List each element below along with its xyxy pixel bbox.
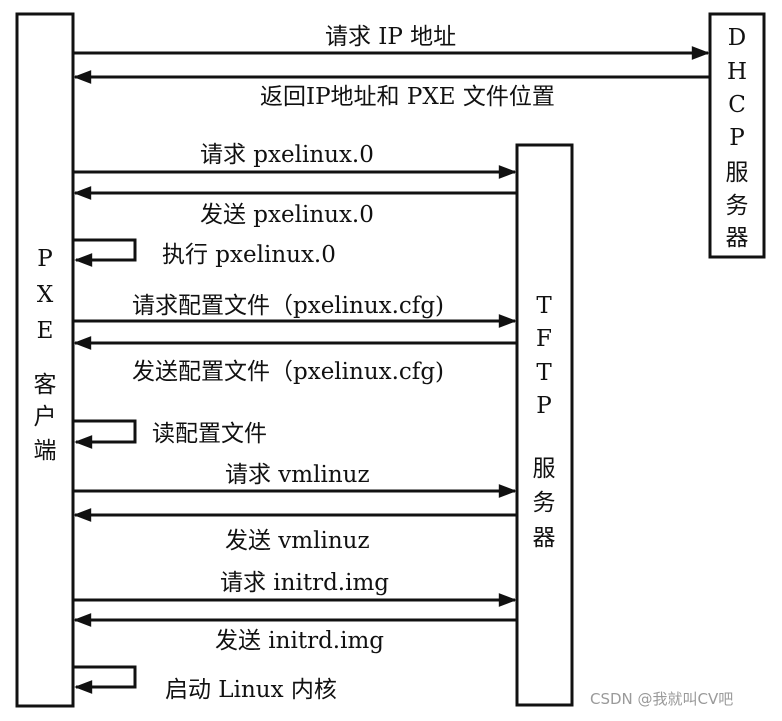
message-5: 执行 pxelinux.0 [73, 238, 336, 268]
message-label: 启动 Linux 内核 [165, 677, 337, 703]
message-label: 发送配置文件（pxelinux.cfg) [132, 359, 444, 385]
message-label: 发送 initrd.img [215, 628, 384, 654]
message-12: 发送 initrd.img [73, 613, 517, 654]
message-2: 返回IP地址和 PXE 文件位置 [73, 70, 710, 110]
tftp-label-char: F [536, 326, 552, 352]
tftp-label-char: 器 [533, 525, 556, 551]
message-label: 请求 initrd.img [220, 570, 389, 596]
dhcp-label-char: P [729, 125, 744, 151]
client-label-char: X [37, 282, 54, 308]
message-label: 发送 pxelinux.0 [200, 202, 374, 228]
client-label-char: 户 [34, 404, 57, 430]
message-4: 发送 pxelinux.0 [73, 186, 517, 228]
message-label: 请求 vmlinuz [225, 462, 370, 488]
message-6: 请求配置文件（pxelinux.cfg) [73, 293, 517, 328]
message-7: 发送配置文件（pxelinux.cfg) [73, 336, 517, 385]
dhcp-label-char: C [728, 92, 746, 118]
message-label: 执行 pxelinux.0 [162, 242, 336, 268]
message-label: 请求 IP 地址 [325, 24, 456, 50]
message-3: 请求 pxelinux.0 [73, 142, 517, 179]
message-label: 发送 vmlinuz [225, 528, 370, 554]
dhcp-label-char: 器 [726, 225, 749, 251]
pxe-client-label: PXE 客户端 [34, 246, 57, 464]
tftp-label-char: T [536, 360, 552, 386]
message-label: 请求配置文件（pxelinux.cfg) [132, 293, 444, 319]
message-label: 返回IP地址和 PXE 文件位置 [260, 84, 555, 110]
self-loop-arrow [73, 419, 137, 449]
tftp-label-char: 服 [533, 456, 556, 482]
message-label: 读配置文件 [152, 421, 267, 447]
tftp-server-box [515, 143, 574, 707]
self-loop-arrow [73, 665, 137, 694]
client-label-char: P [37, 246, 52, 272]
message-1: 请求 IP 地址 [73, 24, 710, 60]
tftp-label-char: 务 [533, 490, 556, 516]
message-10: 发送 vmlinuz [73, 508, 517, 554]
dhcp-server-box [708, 12, 766, 259]
message-9: 请求 vmlinuz [73, 462, 517, 498]
dhcp-label-char: D [728, 25, 746, 51]
dhcp-label-char: H [727, 59, 747, 85]
dhcp-label-char: 务 [726, 193, 749, 219]
client-label-char: E [37, 318, 54, 344]
message-13: 启动 Linux 内核 [73, 665, 337, 703]
message-11: 请求 initrd.img [73, 570, 517, 607]
message-label: 请求 pxelinux.0 [200, 142, 374, 168]
tftp-label-char: P [536, 393, 551, 419]
client-label-char: 端 [34, 438, 57, 464]
self-loop-arrow [73, 238, 137, 267]
tftp-label-char: T [536, 293, 552, 319]
pxe-client-box [15, 12, 75, 708]
dhcp-label-char: 服 [726, 160, 749, 186]
message-8: 读配置文件 [73, 419, 267, 449]
client-label-char: 客 [34, 372, 57, 398]
watermark: CSDN @我就叫CV吧 [590, 690, 733, 708]
